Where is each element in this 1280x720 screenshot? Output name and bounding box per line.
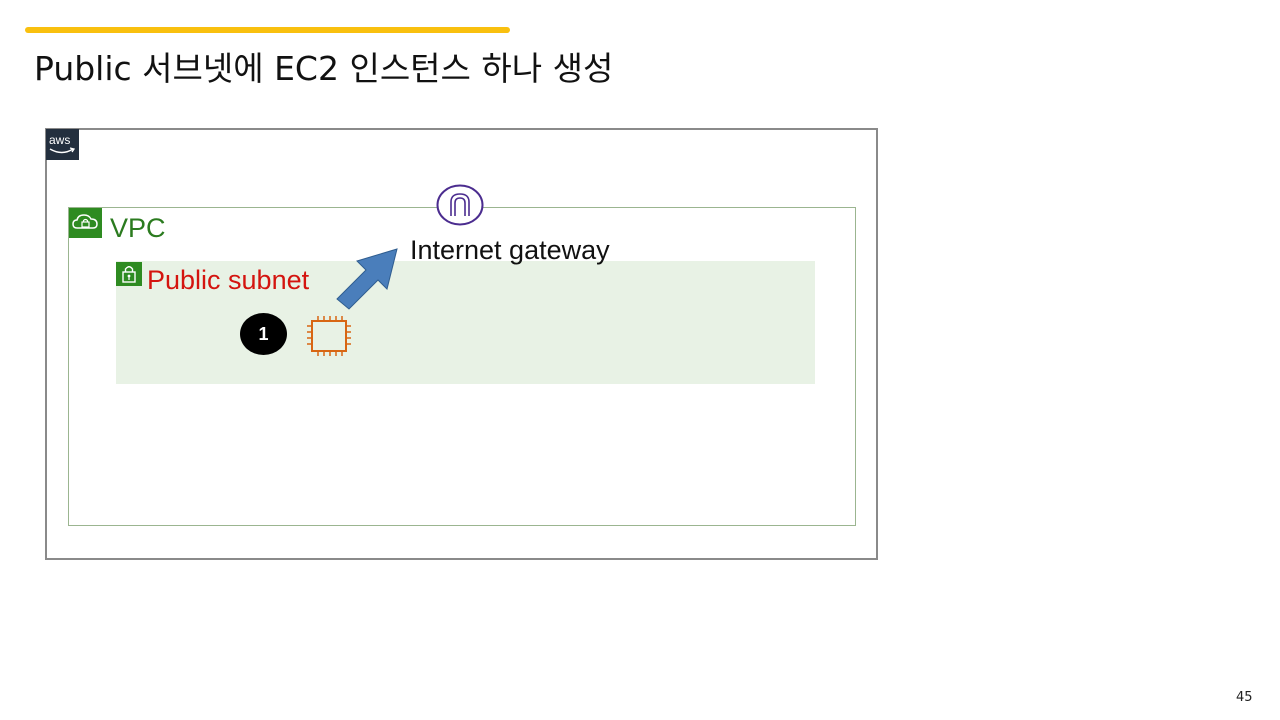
- subnet-lock-icon: [116, 262, 142, 286]
- page-number: 45: [1236, 690, 1253, 705]
- vpc-label: VPC: [110, 213, 166, 243]
- public-subnet-group: [116, 261, 815, 384]
- internet-gateway-label: Internet gateway: [410, 235, 610, 265]
- ec2-chip-icon: [304, 314, 352, 363]
- aws-logo-icon: aws: [46, 129, 79, 160]
- step-badge: 1: [240, 313, 287, 355]
- slide-title: Public 서브넷에 EC2 인스턴스 하나 생성: [34, 49, 614, 88]
- aws-cloud-group: [45, 128, 878, 560]
- title-accent-bar: [25, 27, 510, 33]
- vpc-cloud-lock-icon: [69, 208, 102, 238]
- aws-logo-text: aws: [49, 133, 71, 147]
- arrow-to-gateway-icon: [335, 247, 401, 322]
- public-subnet-label: Public subnet: [147, 265, 310, 295]
- internet-gateway-icon: [436, 184, 484, 231]
